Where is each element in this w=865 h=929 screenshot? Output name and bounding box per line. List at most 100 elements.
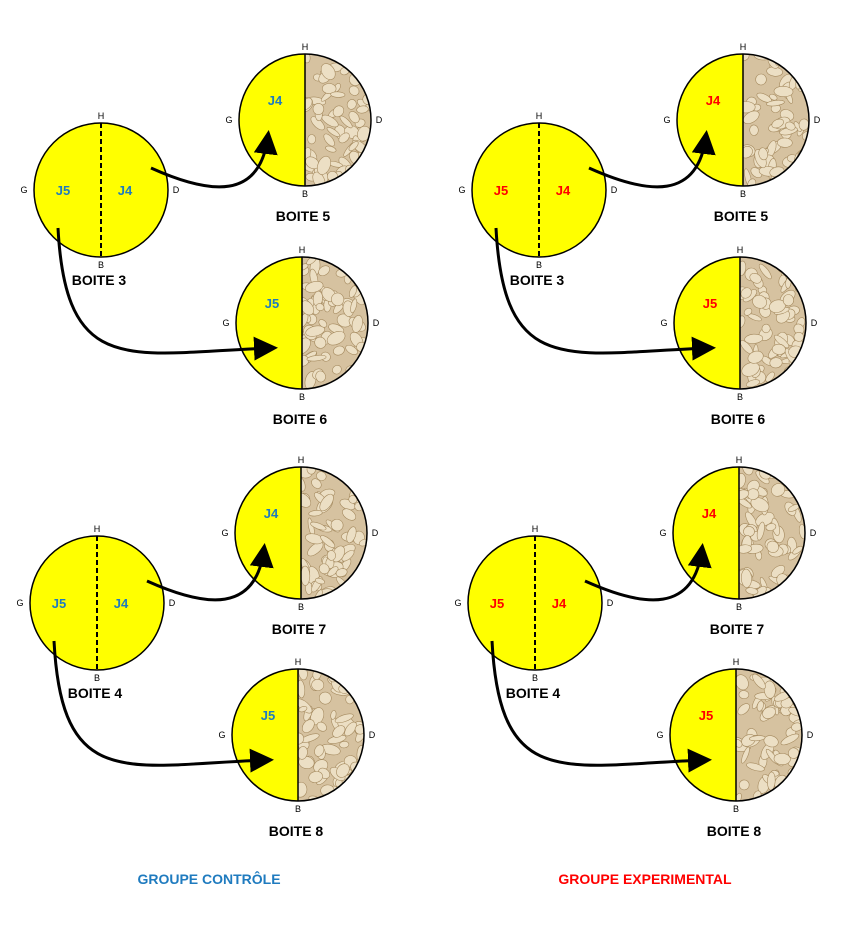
- direction-label-right: D: [173, 185, 180, 195]
- direction-label-top: H: [299, 245, 306, 255]
- zone-label: J5: [265, 296, 279, 311]
- zone-label-j5: J5: [490, 596, 504, 611]
- oat-texture: [739, 467, 805, 599]
- zone-label: J4: [706, 93, 721, 108]
- arrow-j4-transfer: [146, 543, 274, 602]
- zone-label: J5: [261, 708, 275, 723]
- group-label-experimental: GROUPE EXPERIMENTAL: [558, 871, 732, 887]
- arrow-j5-transfer: [490, 640, 712, 773]
- oat-texture: [736, 669, 802, 801]
- direction-label-bottom: B: [302, 189, 308, 199]
- source-dish: J5 J4 H B G D BOITE 3: [458, 111, 617, 288]
- target-dish: J4 H B G D BOITE 7: [221, 455, 378, 637]
- direction-label-top: H: [302, 42, 309, 52]
- zone-label-j4: J4: [114, 596, 129, 611]
- direction-label-right: D: [369, 730, 376, 740]
- direction-label-bottom: B: [98, 260, 104, 270]
- direction-label-bottom: B: [740, 189, 746, 199]
- zone-label: J4: [264, 506, 279, 521]
- box-label: BOITE 7: [710, 621, 765, 637]
- oat-texture: [305, 54, 371, 186]
- zone-label-j5: J5: [52, 596, 66, 611]
- direction-label-left: G: [222, 318, 229, 328]
- box-label: BOITE 5: [276, 208, 331, 224]
- arrow-j4-transfer: [584, 543, 712, 602]
- target-dish: J5 H B G D BOITE 8: [656, 657, 813, 839]
- box-label: BOITE 5: [714, 208, 769, 224]
- arrow-j4-transfer: [150, 130, 278, 189]
- direction-label-right: D: [807, 730, 814, 740]
- direction-label-top: H: [736, 455, 743, 465]
- source-dish: J5 J4 H B G D BOITE 3: [20, 111, 179, 288]
- direction-label-top: H: [295, 657, 302, 667]
- zone-label-j4: J4: [118, 183, 133, 198]
- oat-texture: [302, 257, 368, 389]
- direction-label-left: G: [663, 115, 670, 125]
- direction-label-top: H: [98, 111, 105, 121]
- direction-label-left: G: [20, 185, 27, 195]
- direction-label-top: H: [740, 42, 747, 52]
- oat-texture: [298, 669, 364, 801]
- direction-label-right: D: [373, 318, 380, 328]
- box-label: BOITE 3: [510, 272, 565, 288]
- arrow-j4-transfer: [588, 130, 716, 189]
- direction-label-left: G: [660, 318, 667, 328]
- zone-label-j5: J5: [56, 183, 70, 198]
- direction-label-left: G: [659, 528, 666, 538]
- direction-label-top: H: [733, 657, 740, 667]
- box-label: BOITE 4: [506, 685, 561, 701]
- direction-label-right: D: [372, 528, 379, 538]
- zone-label-j4: J4: [556, 183, 571, 198]
- direction-label-left: G: [218, 730, 225, 740]
- zone-label: J4: [702, 506, 717, 521]
- direction-label-right: D: [376, 115, 383, 125]
- direction-label-top: H: [737, 245, 744, 255]
- direction-label-bottom: B: [94, 673, 100, 683]
- direction-label-top: H: [94, 524, 101, 534]
- direction-label-bottom: B: [736, 602, 742, 612]
- oat-texture: [740, 257, 806, 389]
- direction-label-right: D: [607, 598, 614, 608]
- box-label: BOITE 8: [707, 823, 762, 839]
- box-label: BOITE 4: [68, 685, 123, 701]
- direction-label-top: H: [536, 111, 543, 121]
- target-dish: J5 H B G D BOITE 8: [218, 657, 375, 839]
- zone-label-j4: J4: [552, 596, 567, 611]
- arrow-j5-transfer: [56, 227, 278, 361]
- direction-label-right: D: [814, 115, 821, 125]
- group-label-control: GROUPE CONTRÔLE: [137, 870, 280, 887]
- box-label: BOITE 7: [272, 621, 327, 637]
- arrow-j5-transfer: [494, 227, 716, 361]
- box-label: BOITE 3: [72, 272, 127, 288]
- zone-label: J4: [268, 93, 283, 108]
- direction-label-left: G: [656, 730, 663, 740]
- arrow-j5-transfer: [52, 640, 274, 773]
- direction-label-left: G: [225, 115, 232, 125]
- direction-label-bottom: B: [295, 804, 301, 814]
- oat-texture: [743, 54, 809, 186]
- direction-label-bottom: B: [298, 602, 304, 612]
- direction-label-left: G: [454, 598, 461, 608]
- direction-label-bottom: B: [536, 260, 542, 270]
- direction-label-left: G: [458, 185, 465, 195]
- box-label: BOITE 6: [273, 411, 328, 427]
- direction-label-top: H: [298, 455, 305, 465]
- direction-label-right: D: [611, 185, 618, 195]
- direction-label-left: G: [221, 528, 228, 538]
- direction-label-left: G: [16, 598, 23, 608]
- target-dish: J4 H B G D BOITE 5: [225, 42, 382, 224]
- box-label: BOITE 8: [269, 823, 324, 839]
- zone-label: J5: [699, 708, 713, 723]
- box-label: BOITE 6: [711, 411, 766, 427]
- zone-label-j5: J5: [494, 183, 508, 198]
- direction-label-right: D: [811, 318, 818, 328]
- direction-label-bottom: B: [532, 673, 538, 683]
- zone-label: J5: [703, 296, 717, 311]
- direction-label-bottom: B: [733, 804, 739, 814]
